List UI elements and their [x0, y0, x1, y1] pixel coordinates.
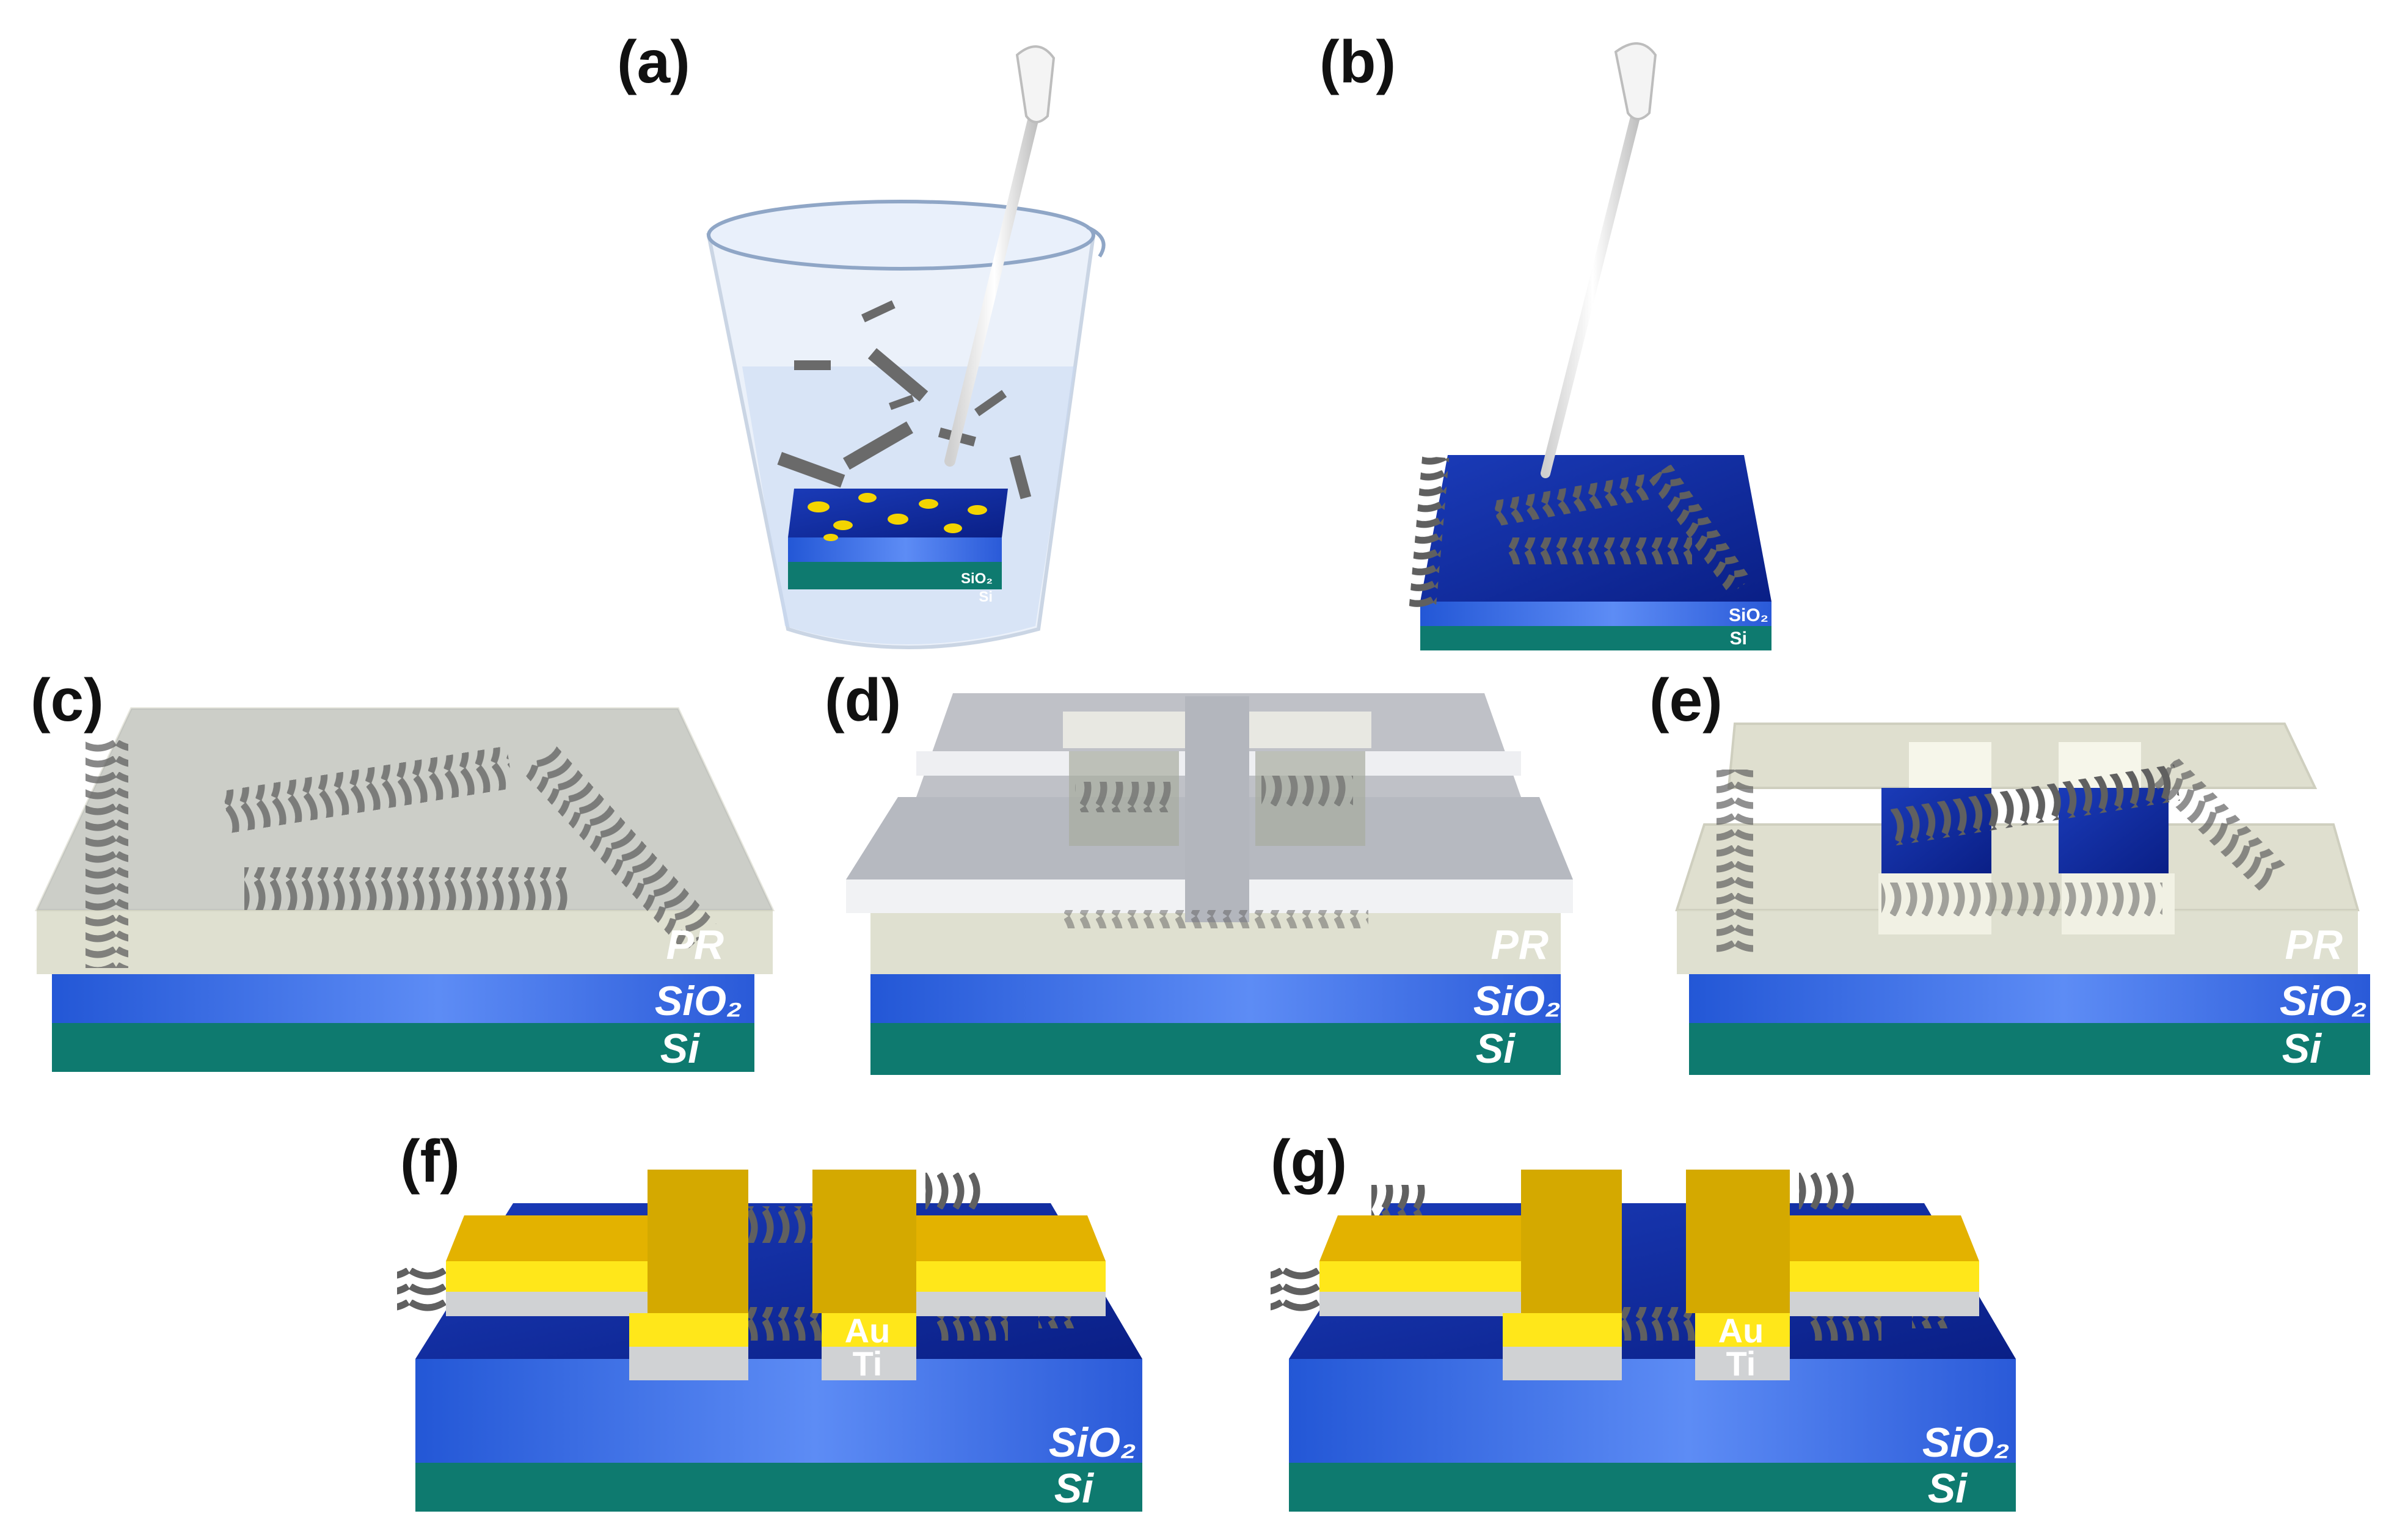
panel-d-sio2: SiO₂ [1473, 978, 1561, 1024]
panel-d: (d) PR SiO₂ Si [825, 666, 1573, 1075]
nanocoils-b [1409, 456, 1751, 611]
panel-b: (b) SiO₂ Si [1319, 28, 1771, 650]
panel-b-sio2: SiO₂ [1729, 605, 1768, 625]
panel-f-ti: Ti [853, 1344, 883, 1383]
panel-e-pr: PR [2285, 922, 2343, 968]
panel-f-sio2: SiO₂ [1049, 1419, 1136, 1466]
panel-f-label: (f) [400, 1127, 460, 1195]
pr-pattern [1675, 723, 2360, 974]
electrode-au-f [446, 1170, 1106, 1380]
panel-f-au: Au [845, 1311, 891, 1350]
nanocoils-c [86, 736, 717, 968]
panel-c-sio2: SiO₂ [655, 978, 742, 1024]
panel-g-sio2: SiO₂ [1922, 1419, 2010, 1466]
panel-g-si: Si [1928, 1465, 1968, 1512]
substrate-a: SiO₂ Si [788, 489, 1008, 605]
panel-g-au: Au [1718, 1311, 1764, 1350]
panel-b-si: Si [1730, 628, 1747, 649]
panel-f: (f) Au Ti SiO₂ Si [397, 1127, 1142, 1512]
panel-a-sio2: SiO₂ [961, 570, 993, 587]
panel-g-ti: Ti [1726, 1344, 1756, 1383]
panel-b-label: (b) [1319, 28, 1396, 95]
panel-e-sio2: SiO₂ [2280, 978, 2367, 1024]
panel-d-si: Si [1476, 1025, 1516, 1072]
panel-c-label: (c) [31, 666, 104, 734]
nanocoils-dispersed [777, 300, 1032, 500]
pipette-b [1541, 42, 1657, 478]
panel-c-si: Si [660, 1025, 701, 1072]
panel-e-si: Si [2282, 1025, 2322, 1072]
nanocoils-d-under [1063, 910, 1368, 928]
panel-c-pr: PR [666, 922, 724, 968]
electrode-au-g [1319, 1170, 1979, 1380]
panel-a-label: (a) [617, 28, 690, 95]
panel-f-si: Si [1054, 1465, 1095, 1512]
photomask [846, 693, 1573, 922]
panel-g-label: (g) [1271, 1127, 1347, 1195]
panel-d-pr: PR [1491, 922, 1549, 968]
panel-c: (c) PR SiO₂ Si [31, 666, 775, 1072]
panel-a: (a) [617, 28, 1106, 649]
nanocoils-e [1717, 757, 2286, 953]
panel-d-label: (d) [825, 666, 901, 734]
panel-g: (g) Au Ti SiO₂ Si [1271, 1127, 2016, 1512]
pipette-a [944, 45, 1056, 467]
panel-e: (e) PR SiO₂ Si [1649, 666, 2370, 1075]
panel-a-si: Si [979, 589, 993, 605]
panel-e-label: (e) [1649, 666, 1723, 734]
